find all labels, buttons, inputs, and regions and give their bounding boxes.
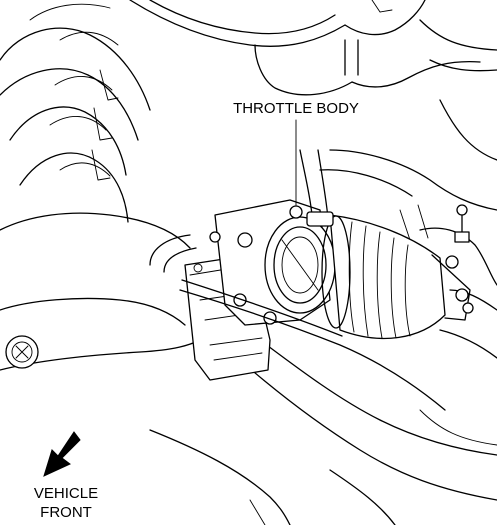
engine-mount-bolt: [5, 335, 39, 369]
intake-manifold-runners: [0, 3, 191, 249]
arrow-down-left-icon: [43, 431, 81, 477]
accelerator-cable: [179, 279, 446, 411]
lower-engine-structure: [0, 297, 497, 525]
sensor-bolts: [445, 204, 470, 269]
vacuum-hose: [149, 149, 334, 273]
right-engine-structure: [319, 99, 497, 359]
throttle-body-callout: THROTTLE BODY: [233, 100, 359, 206]
vehicle-label: VEHICLE: [34, 485, 98, 502]
vehicle-front-indicator: VEHICLE FRONT: [34, 431, 98, 521]
upper-hoses: [129, 0, 497, 96]
intake-air-duct: [321, 214, 474, 340]
throttle-body: [209, 199, 336, 326]
throttle-body-label: THROTTLE BODY: [233, 100, 359, 117]
front-label: FRONT: [40, 504, 92, 521]
